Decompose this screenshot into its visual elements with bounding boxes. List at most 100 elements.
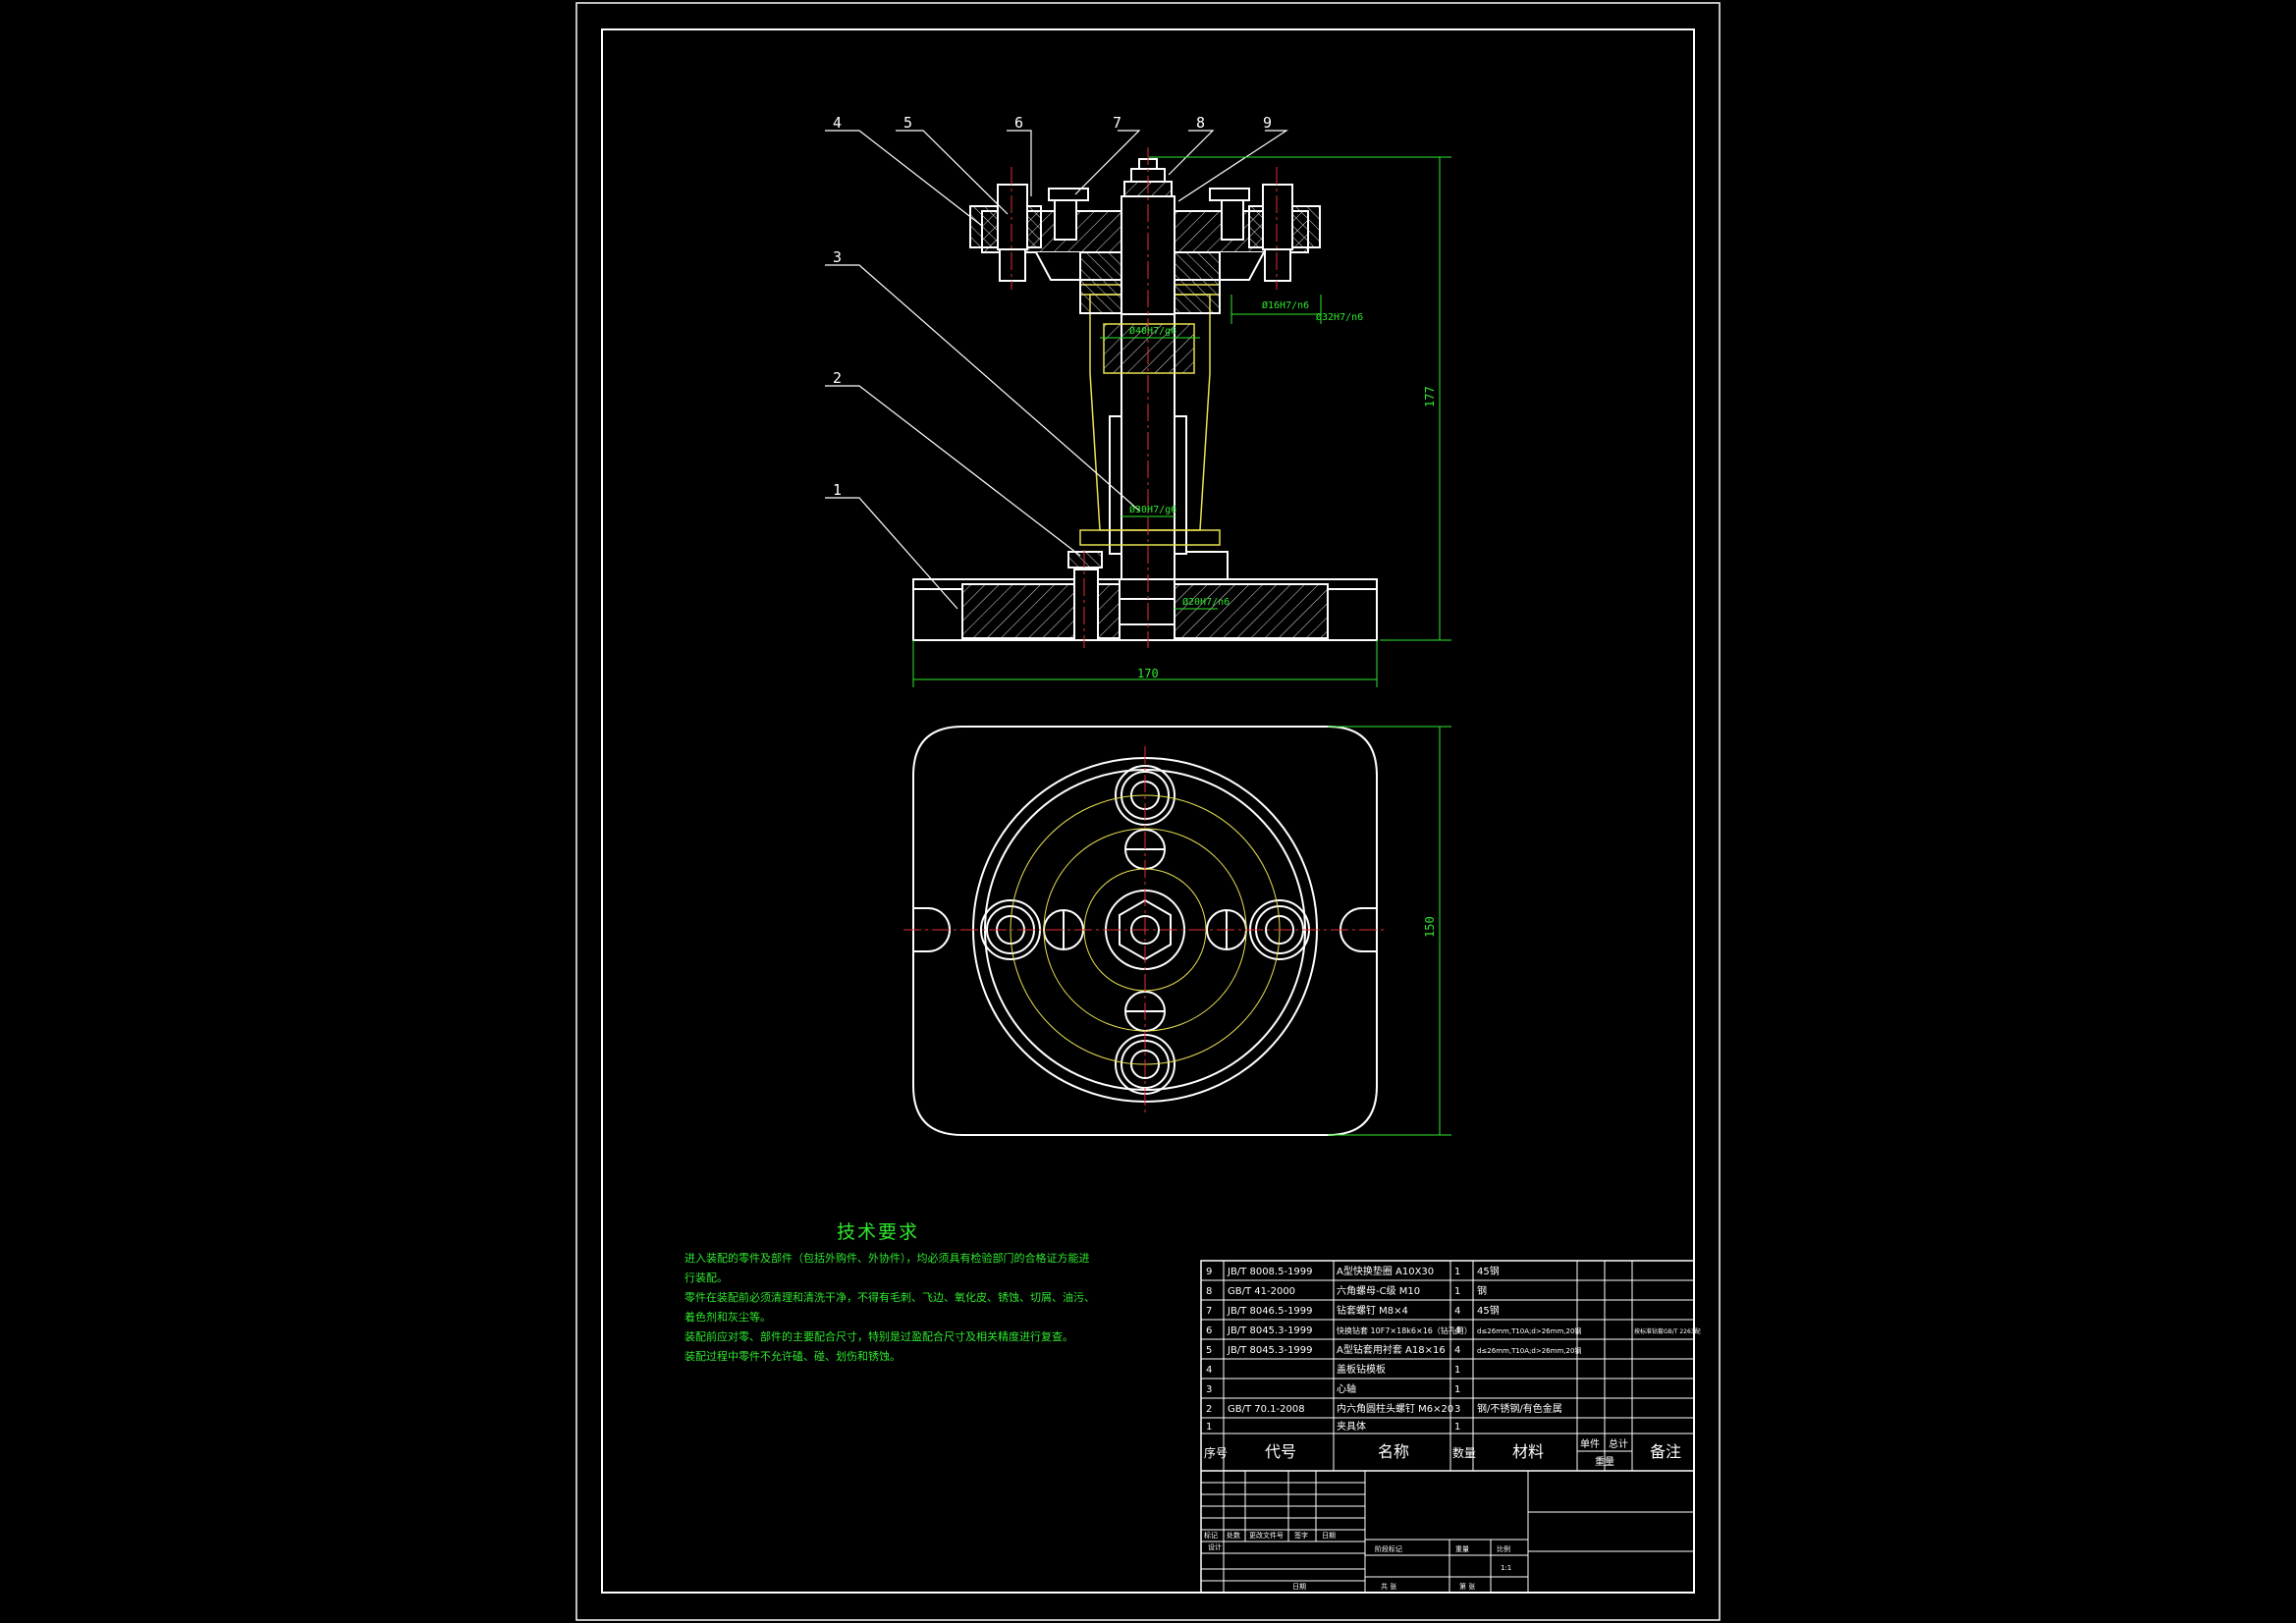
bom-no: 8 <box>1206 1286 1212 1297</box>
bom-name: 心轴 <box>1337 1382 1356 1395</box>
bom-qty: 1 <box>1454 1384 1460 1395</box>
tech-req-lines: 进入装配的零件及部件（包括外购件、外协件），均必须具有检验部门的合格证方能进 行… <box>684 1249 1095 1367</box>
dim-height-177: 177 <box>1423 386 1437 407</box>
bom-name: 钻套螺钉 M8×4 <box>1337 1304 1408 1317</box>
bom-material: 钢 <box>1477 1284 1487 1297</box>
tb-change-doc: 更改文件号 <box>1249 1531 1284 1540</box>
tech-req-line: 零件在装配前必须清理和清洗干净，不得有毛刺、飞边、氧化皮、锈蚀、切屑、油污、 <box>684 1291 1095 1304</box>
balloon-8: 8 <box>1196 114 1205 132</box>
bom-name: 盖板钻模板 <box>1337 1363 1386 1376</box>
tech-req-line: 着色剂和灰尘等。 <box>684 1311 771 1324</box>
bom-no: 5 <box>1206 1345 1212 1356</box>
balloon-7: 7 <box>1113 114 1121 132</box>
bom-no: 4 <box>1206 1365 1212 1376</box>
bom-material: 45钢 <box>1477 1265 1500 1277</box>
tb-scale-value: 1:1 <box>1501 1564 1511 1572</box>
dim-width-170: 170 <box>1137 667 1159 680</box>
bom-header-code: 代号 <box>1265 1442 1296 1461</box>
bom-row: 9 JB/T 8008.5-1999 A型快换垫圈 A10X30 1 45钢 <box>1206 1265 1500 1277</box>
inner-border <box>601 28 1695 1594</box>
bom-no: 6 <box>1206 1325 1212 1336</box>
bom-name: 快换钻套 10F7×18k6×16（钻孔用） <box>1337 1325 1472 1335</box>
tech-req-line: 装配过程中零件不允许磕、碰、划伤和锈蚀。 <box>684 1350 901 1363</box>
bom-header-weight: 重量 <box>1595 1455 1614 1468</box>
bom-material: 45钢 <box>1477 1304 1500 1317</box>
bom-qty: 4 <box>1454 1325 1460 1336</box>
bom-header-remark: 备注 <box>1650 1442 1681 1461</box>
bom-qty: 1 <box>1454 1267 1460 1277</box>
bom-name: 内六角圆柱头螺钉 M6×20 <box>1337 1402 1453 1415</box>
bom-row: 1 夹具体 1 <box>1206 1420 1460 1433</box>
bom-no: 7 <box>1206 1306 1212 1317</box>
front-centerlines <box>1011 147 1278 648</box>
front-dimensions <box>912 156 1451 687</box>
bom-code: GB/T 41-2000 <box>1228 1286 1295 1297</box>
bom-header: 序号 代号 名称 数量 材料 单件 总计 重量 备注 <box>1204 1437 1681 1468</box>
tb-count: 处数 <box>1227 1531 1240 1540</box>
bom-code: GB/T 70.1-2008 <box>1228 1404 1305 1415</box>
tb-date: 日期 <box>1322 1532 1336 1540</box>
bom-row: 2 GB/T 70.1-2008 内六角圆柱头螺钉 M6×20 3 钢/不锈钢/… <box>1206 1402 1562 1415</box>
bom-material: 钢/不锈钢/有色金属 <box>1477 1402 1562 1415</box>
tb-weight: 重量 <box>1455 1545 1469 1553</box>
bom-row: 4 盖板钻模板 1 <box>1206 1363 1460 1376</box>
tb-approve: 日期 <box>1292 1583 1306 1591</box>
dim-dia-pin: Ø20H7/n6 <box>1182 596 1230 608</box>
bom-header-material: 材料 <box>1512 1442 1544 1461</box>
bom-name: A型钻套用衬套 A18×16 <box>1337 1343 1446 1356</box>
bom-row: 6 JB/T 8045.3-1999 快换钻套 10F7×18k6×16（钻孔用… <box>1206 1325 1701 1336</box>
bom-name: 六角螺母-C级 M10 <box>1337 1285 1420 1297</box>
bom-code: JB/T 8008.5-1999 <box>1227 1267 1313 1277</box>
bom-qty: 1 <box>1454 1422 1460 1433</box>
bom-no: 3 <box>1206 1384 1212 1395</box>
dim-dia-shaft-lower: Ø30H7/g6 <box>1129 504 1176 515</box>
bom-header-unit: 单件 <box>1580 1438 1600 1450</box>
balloon-9: 9 <box>1263 114 1272 132</box>
bom-row: 7 JB/T 8046.5-1999 钻套螺钉 M8×4 4 45钢 <box>1206 1304 1500 1317</box>
leader-lines <box>825 130 1289 610</box>
title-block-labels: 标记 处数 更改文件号 签字 日期 设计 阶段标记 重量 比例 1:1 共 张 … <box>1204 1531 1511 1591</box>
balloon-5: 5 <box>903 114 912 132</box>
bom-row: 5 JB/T 8045.3-1999 A型钻套用衬套 A18×16 4 d≤26… <box>1206 1343 1581 1356</box>
tb-scale: 比例 <box>1497 1544 1510 1553</box>
dim-dia-bolt: Ø16H7/n6 <box>1262 299 1309 311</box>
front-dimension-text: 170 177 Ø16H7/n6 Ø32H7/n6 Ø40H7/g6 Ø30H7… <box>1129 299 1437 680</box>
balloon-6: 6 <box>1014 114 1023 132</box>
bom-table <box>1200 1260 1695 1594</box>
bom-code: JB/T 8045.3-1999 <box>1227 1325 1313 1336</box>
bom-row: 3 心轴 1 <box>1206 1382 1460 1395</box>
bom-rows: 9 JB/T 8008.5-1999 A型快换垫圈 A10X30 1 45钢 8… <box>1206 1265 1701 1433</box>
bom-material: d≤26mm,T10A;d>26mm,20钢 <box>1477 1326 1581 1335</box>
tb-sign: 签字 <box>1294 1531 1308 1540</box>
bom-no: 1 <box>1206 1422 1212 1433</box>
tb-stage-mark: 阶段标记 <box>1375 1544 1402 1553</box>
bom-header-no: 序号 <box>1204 1445 1228 1460</box>
tech-req-line: 进入装配的零件及部件（包括外购件、外协件），均必须具有检验部门的合格证方能进 <box>684 1252 1090 1265</box>
bom-name: 夹具体 <box>1337 1420 1366 1433</box>
bom-qty: 1 <box>1454 1365 1460 1376</box>
bom-no: 9 <box>1206 1267 1212 1277</box>
bom-header-qty: 数量 <box>1452 1445 1476 1460</box>
top-dimensions <box>1328 726 1451 1136</box>
tb-total: 共 张 <box>1381 1582 1396 1591</box>
tb-sheet: 第 张 <box>1459 1582 1475 1591</box>
dim-height-150: 150 <box>1423 916 1437 938</box>
bom-code: JB/T 8045.3-1999 <box>1227 1345 1313 1356</box>
dim-dia-head: Ø32H7/n6 <box>1316 311 1363 323</box>
bom-qty: 4 <box>1454 1306 1460 1317</box>
dim-dia-shaft-upper: Ø40H7/g6 <box>1129 325 1176 337</box>
bom-qty: 1 <box>1454 1286 1460 1297</box>
bom-qty: 3 <box>1454 1404 1460 1415</box>
bom-code: JB/T 8046.5-1999 <box>1227 1306 1313 1317</box>
bom-no: 2 <box>1206 1404 1212 1415</box>
balloon-3: 3 <box>833 248 842 266</box>
outer-border <box>575 2 1721 1621</box>
bom-row: 8 GB/T 41-2000 六角螺母-C级 M10 1 钢 <box>1206 1284 1487 1297</box>
tb-designer: 设计 <box>1208 1542 1222 1551</box>
balloon-1: 1 <box>833 481 842 499</box>
tb-mark: 标记 <box>1204 1531 1218 1540</box>
balloon-labels: 1 2 3 4 5 6 7 8 9 <box>833 114 1272 499</box>
front-section-view <box>912 158 1378 641</box>
balloon-4: 4 <box>833 114 842 132</box>
